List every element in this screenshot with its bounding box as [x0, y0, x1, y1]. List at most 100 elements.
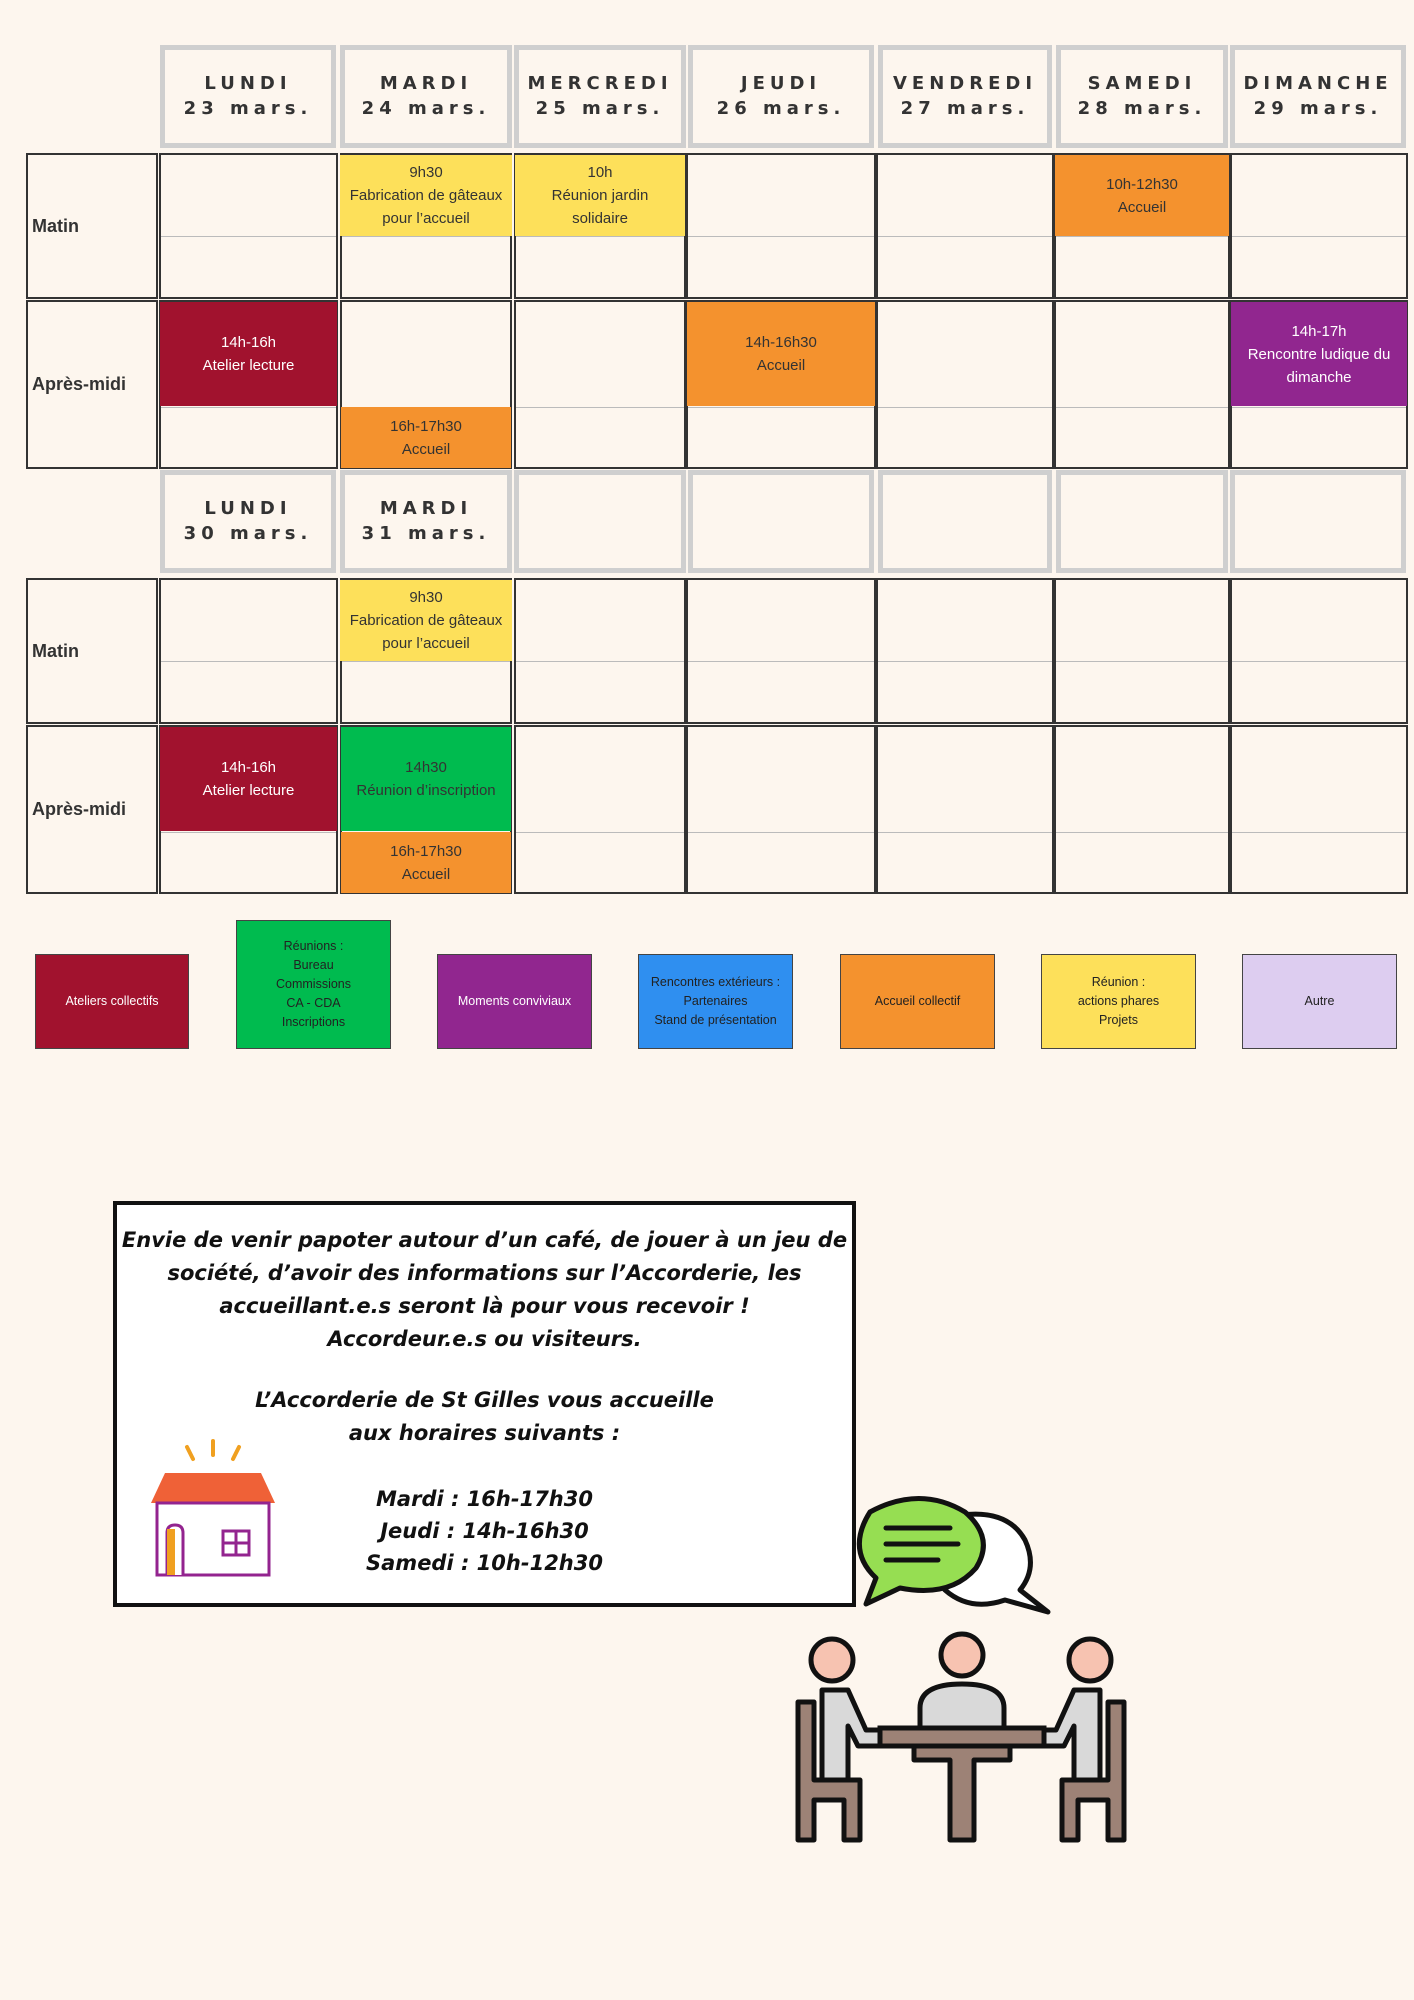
day-date: 30 mars. — [183, 523, 313, 544]
day-header-jeudi: JEUDI 26 mars. — [688, 45, 874, 148]
speech-bubble-icon — [856, 1496, 1051, 1615]
event-title: Fabrication de gâteaux pour l’accueil — [349, 187, 503, 227]
day-name: MARDI — [379, 498, 473, 519]
legend-accueil-collectif: Accueil collectif — [840, 954, 995, 1049]
legend-line: Projets — [1099, 1013, 1138, 1027]
day-header-empty — [1230, 470, 1406, 573]
event-title: Réunion d’inscription — [356, 782, 496, 799]
event-title: Atelier lecture — [202, 357, 295, 374]
info-welcome-line: aux horaires suivants : — [348, 1421, 621, 1445]
day-header-samedi: SAMEDI 28 mars. — [1056, 45, 1228, 148]
day-name: SAMEDI — [1087, 73, 1197, 94]
event-time: 14h-16h — [220, 334, 277, 351]
event-time: 14h30 — [405, 759, 447, 776]
cell-empty — [876, 578, 1054, 724]
day-header-lundi: LUNDI 23 mars. — [160, 45, 336, 148]
day-name: JEUDI — [740, 73, 822, 94]
info-intro-line: Envie de venir papoter autour d’un café,… — [121, 1228, 848, 1252]
row-label-apres-midi-2: Après-midi — [26, 725, 158, 894]
event-time: 16h-17h30 — [390, 417, 462, 435]
event-fabrication-gateaux-2[interactable]: 9h30 Fabrication de gâteaux pour l’accue… — [340, 580, 512, 661]
cell-empty — [876, 725, 1054, 894]
day-name: DIMANCHE — [1243, 73, 1393, 94]
legend-line: Accueil collectif — [874, 994, 961, 1008]
legend-moments-conviviaux: Moments conviviaux — [437, 954, 592, 1049]
legend-line: Moments conviviaux — [457, 994, 572, 1008]
event-time: 14h-17h — [1291, 322, 1347, 340]
day-header-empty — [514, 470, 686, 573]
legend-line: Réunion : — [1091, 975, 1146, 989]
info-hours-line: Jeudi : 14h-16h30 — [380, 1519, 589, 1543]
legend-line: Stand de présentation — [654, 1013, 777, 1027]
day-header-empty — [1056, 470, 1228, 573]
legend-line: Commissions — [275, 977, 351, 991]
event-time: 14h-16h — [220, 759, 277, 776]
legend-line: Inscriptions — [281, 1015, 346, 1029]
event-title: Accueil — [756, 357, 806, 374]
event-title: Accueil — [1117, 198, 1167, 216]
info-intro-line: accueillant.e.s seront là pour vous rece… — [219, 1294, 750, 1318]
cell-empty — [686, 725, 876, 894]
day-header-lundi-2: LUNDI 30 mars. — [160, 470, 336, 573]
info-hours-line: Samedi : 10h-12h30 — [366, 1551, 603, 1575]
legend-autre: Autre — [1242, 954, 1397, 1049]
event-accueil-mardi-2[interactable]: 16h-17h30 Accueil — [341, 832, 511, 893]
day-date: 26 mars. — [716, 98, 846, 119]
row-label-text: Matin — [32, 640, 79, 661]
event-reunion-inscription[interactable]: 14h30 Réunion d’inscription — [341, 727, 511, 831]
day-header-mardi: MARDI 24 mars. — [340, 45, 512, 148]
legend-line: Autre — [1304, 994, 1335, 1008]
day-date: 25 mars. — [535, 98, 665, 119]
cell-vendredi-matin — [876, 153, 1054, 299]
event-time: 9h30 — [409, 164, 443, 181]
legend-ateliers-collectifs: Ateliers collectifs — [35, 954, 189, 1049]
event-accueil-samedi[interactable]: 10h-12h30 Accueil — [1055, 155, 1229, 236]
event-title: Fabrication de gâteaux pour l’accueil — [349, 612, 503, 652]
event-accueil-mardi[interactable]: 16h-17h30 Accueil — [341, 407, 511, 468]
cell-empty — [514, 725, 686, 894]
cell-empty — [1230, 725, 1408, 894]
event-title: Rencontre ludique du dimanche — [1247, 345, 1391, 386]
legend-line: Bureau — [293, 958, 334, 972]
legend-line: Réunions : — [283, 939, 344, 953]
day-name: LUNDI — [204, 73, 292, 94]
event-atelier-lecture-2[interactable]: 14h-16h Atelier lecture — [160, 727, 337, 831]
event-fabrication-gateaux[interactable]: 9h30 Fabrication de gâteaux pour l’accue… — [340, 155, 512, 236]
cell-empty — [686, 578, 876, 724]
legend-line: actions phares — [1077, 994, 1160, 1008]
cell-dimanche-matin — [1230, 153, 1408, 299]
cell-empty — [1054, 578, 1230, 724]
cell-vendredi-apres-midi — [876, 300, 1054, 469]
day-date: 28 mars. — [1077, 98, 1207, 119]
cell-samedi-apres-midi — [1054, 300, 1230, 469]
event-reunion-jardin[interactable]: 10h Réunion jardin solidaire — [515, 155, 685, 236]
event-rencontre-ludique[interactable]: 14h-17h Rencontre ludique du dimanche — [1231, 302, 1407, 406]
row-label-matin: Matin — [26, 153, 158, 299]
cell-empty — [1230, 578, 1408, 724]
people-meeting-icon — [795, 1496, 1127, 1843]
event-atelier-lecture[interactable]: 14h-16h Atelier lecture — [160, 302, 337, 406]
info-box: Envie de venir papoter autour d’un café,… — [113, 1201, 856, 1607]
event-time: 16h-17h30 — [390, 842, 462, 860]
event-title: Accueil — [401, 865, 451, 883]
row-label-text: Après-midi — [32, 374, 127, 394]
event-time: 9h30 — [409, 589, 443, 606]
info-hours-line: Mardi : 16h-17h30 — [376, 1487, 593, 1511]
cell-mercredi-apres-midi — [514, 300, 686, 469]
event-accueil-jeudi[interactable]: 14h-16h30 Accueil — [687, 302, 875, 406]
legend-line: CA - CDA — [286, 996, 341, 1010]
cell-empty — [1054, 725, 1230, 894]
event-title: Réunion jardin solidaire — [551, 187, 649, 227]
event-time: 10h-12h30 — [1106, 175, 1178, 193]
legend-reunion-actions-phares: Réunion : actions phares Projets — [1041, 954, 1196, 1049]
day-header-mardi-2: MARDI 31 mars. — [340, 470, 512, 573]
info-welcome-line: L’Accorderie de St Gilles vous accueille — [255, 1388, 714, 1412]
day-name: LUNDI — [204, 498, 292, 519]
day-date: 23 mars. — [183, 98, 313, 119]
house-icon — [151, 1439, 275, 1577]
info-intro-line: Accordeur.e.s ou visiteurs. — [327, 1327, 642, 1351]
day-name: MARDI — [379, 73, 473, 94]
legend-line: Rencontres extérieurs : — [650, 975, 781, 989]
event-time: 14h-16h30 — [745, 334, 817, 351]
event-title: Accueil — [401, 440, 451, 458]
